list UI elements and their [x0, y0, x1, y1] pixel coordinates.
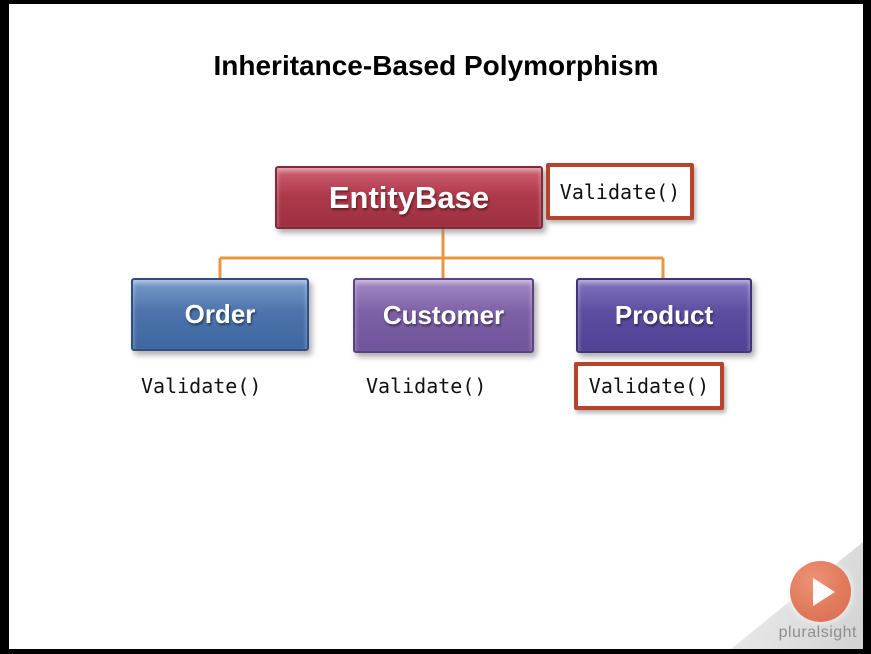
slide: Inheritance-Based Polymorphism EntityBas…	[9, 4, 863, 649]
slide-title: Inheritance-Based Polymorphism	[213, 50, 659, 81]
class-label-entitybase: EntityBase	[328, 179, 490, 215]
method-label-entitybase: Validate()	[559, 179, 681, 204]
play-icon	[813, 577, 835, 606]
class-label-product: Product	[614, 300, 714, 330]
class-label-order: Order	[184, 299, 256, 329]
class-box-product: Product	[576, 278, 752, 353]
class-label-customer: Customer	[382, 300, 505, 330]
class-box-entitybase: EntityBase	[275, 166, 543, 229]
pluralsight-logo	[790, 561, 851, 622]
class-box-customer: Customer	[353, 278, 534, 353]
method-label-product: Validate()	[588, 374, 710, 398]
class-box-order: Order	[131, 278, 309, 351]
method-highlight-entitybase: Validate()	[546, 163, 694, 220]
brand-name: pluralsight	[778, 624, 857, 641]
method-label-order: Validate()	[141, 374, 262, 398]
method-label-customer: Validate()	[366, 374, 487, 398]
method-highlight-product: Validate()	[574, 362, 724, 410]
